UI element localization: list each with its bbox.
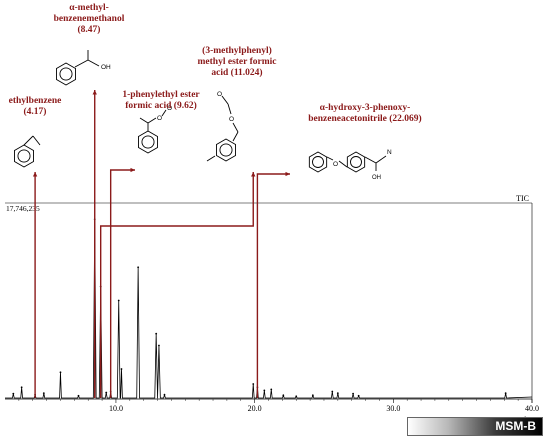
arrow-methylbenzyl-formate-head bbox=[251, 172, 256, 177]
peak-point bbox=[12, 392, 15, 395]
structure-hydroxy-phenoxy-benzeneacetonitrile-ring bbox=[312, 156, 324, 168]
peak-point bbox=[295, 395, 298, 398]
label-ethylbenzene: ethylbenzene (4.17) bbox=[8, 96, 62, 117]
structure-hydroxy-phenoxy-benzeneacetonitrile-bond bbox=[326, 156, 334, 161]
peak-point bbox=[311, 394, 314, 397]
peak-point bbox=[120, 368, 123, 370]
structure-ethylbenzene-ring bbox=[17, 149, 31, 163]
arrow-alpha-methylbenzenemethanol-head bbox=[92, 90, 97, 95]
peak-point bbox=[270, 388, 273, 391]
structure-phenylethyl-formate-bond bbox=[139, 117, 149, 124]
structure-hydroxy-phenoxy-benzeneacetonitrile-bond bbox=[364, 156, 377, 164]
peak-point bbox=[137, 266, 140, 269]
structure-phenylethyl-formate-carbonyl: O bbox=[167, 105, 172, 112]
arrow-hydroxy-phenoxy-benzeneacetonitrile-head bbox=[285, 171, 290, 177]
structure-alpha-methylbenzenemethanol-ring bbox=[59, 67, 73, 81]
peak-point bbox=[357, 394, 360, 397]
structure-hydroxy-phenoxy-benzeneacetonitrile-bond bbox=[338, 160, 348, 168]
msm-b-badge: MSM-B bbox=[407, 417, 543, 436]
peak-point bbox=[263, 389, 266, 392]
peak-point bbox=[59, 371, 62, 374]
x-tick-label: 20.0 bbox=[248, 404, 262, 413]
structure-methylbenzyl-formate-carbonyl: O bbox=[217, 91, 222, 98]
structure-alpha-methylbenzenemethanol bbox=[56, 62, 76, 86]
arrow-ethylbenzene-head bbox=[32, 172, 38, 177]
peak-point bbox=[336, 392, 339, 395]
peak-point bbox=[252, 383, 255, 385]
msm-b-label: MSM-B bbox=[495, 419, 536, 433]
peak-point bbox=[352, 392, 354, 395]
x-tick-label: 10.0 bbox=[109, 404, 123, 413]
structure-hydroxy-phenoxy-benzeneacetonitrile-n: N bbox=[387, 149, 392, 156]
structure-phenylethyl-formate-bond bbox=[161, 109, 167, 117]
arrow-phenylethyl-formate bbox=[109, 169, 135, 398]
peak-point bbox=[117, 299, 120, 302]
x-tick-label: 40.0 bbox=[525, 404, 539, 413]
arrow-phenylethyl-formate-head bbox=[130, 167, 135, 173]
structure-phenylethyl-formate-ring bbox=[141, 135, 155, 149]
structure-hydroxy-phenoxy-benzeneacetonitrile-ring2 bbox=[346, 151, 366, 173]
y-max-label: 17,746,235 bbox=[6, 204, 40, 213]
structure-methylbenzyl-formate-bond bbox=[206, 155, 216, 162]
structure-ethylbenzene-bond bbox=[23, 135, 34, 146]
peak-point bbox=[20, 386, 23, 389]
peak-point bbox=[42, 392, 45, 395]
structure-hydroxy-phenoxy-benzeneacetonitrile-oh: OH bbox=[372, 175, 381, 181]
peak-point bbox=[158, 344, 160, 347]
structure-hydroxy-phenoxy-benzeneacetonitrile-o: O bbox=[333, 161, 338, 168]
structure-methylbenzyl-formate-ring bbox=[219, 143, 233, 157]
structure-hydroxy-phenoxy-benzeneacetonitrile-ring2-ring bbox=[350, 156, 362, 168]
structure-alpha-methylbenzenemethanol-bond bbox=[74, 59, 89, 68]
label-methylbenzyl-formate: (3-methylphenyl) methyl ester formic aci… bbox=[197, 46, 277, 78]
label-phenylethyl-formate: 1-phenylethyl ester formic acid (9.62) bbox=[122, 90, 200, 111]
trace-label: TIC bbox=[516, 194, 529, 203]
structure-hydroxy-phenoxy-benzeneacetonitrile-bond bbox=[375, 155, 387, 164]
structure-ethylbenzene-bond bbox=[32, 135, 41, 146]
peak-point bbox=[155, 332, 158, 335]
structure-phenylethyl-formate-o: O bbox=[157, 115, 162, 122]
structure-methylbenzyl-formate-bond bbox=[221, 95, 229, 105]
structure-methylbenzyl-formate-o: O bbox=[229, 116, 234, 123]
arrow-methylbenzyl-formate bbox=[99, 172, 254, 398]
peak-point bbox=[331, 390, 334, 393]
structure-methylbenzyl-formate-bond bbox=[232, 131, 239, 142]
structure-methylbenzyl-formate-bond bbox=[227, 103, 232, 115]
peak-point bbox=[282, 394, 285, 397]
label-alpha-methylbenzenemethanol: α-methyl- benzenemethanol (8.47) bbox=[53, 3, 125, 35]
peak-point bbox=[105, 391, 108, 394]
structure-hydroxy-phenoxy-benzeneacetonitrile bbox=[308, 151, 328, 173]
structure-alpha-methylbenzenemethanol-bond bbox=[87, 59, 100, 67]
structure-phenylethyl-formate-bond bbox=[147, 117, 157, 124]
structure-methylbenzyl-formate-bond bbox=[232, 122, 239, 133]
arrow-hydroxy-phenoxy-benzeneacetonitrile bbox=[256, 173, 290, 398]
structure-ethylbenzene bbox=[14, 144, 34, 168]
peak-point bbox=[163, 393, 166, 396]
structure-phenylethyl-formate bbox=[138, 130, 158, 154]
structure-alpha-methylbenzenemethanol-oh: OH bbox=[101, 64, 111, 71]
tic-trace bbox=[5, 219, 533, 399]
x-tick-label: 30.0 bbox=[386, 404, 400, 413]
label-hydroxy-phenoxy-benzeneacetonitrile: α-hydroxy-3-phenoxy- benzeneacetonitrile… bbox=[308, 103, 422, 124]
peak-point bbox=[504, 392, 507, 395]
structure-methylbenzyl-formate bbox=[216, 138, 236, 162]
peak-point bbox=[77, 394, 80, 397]
